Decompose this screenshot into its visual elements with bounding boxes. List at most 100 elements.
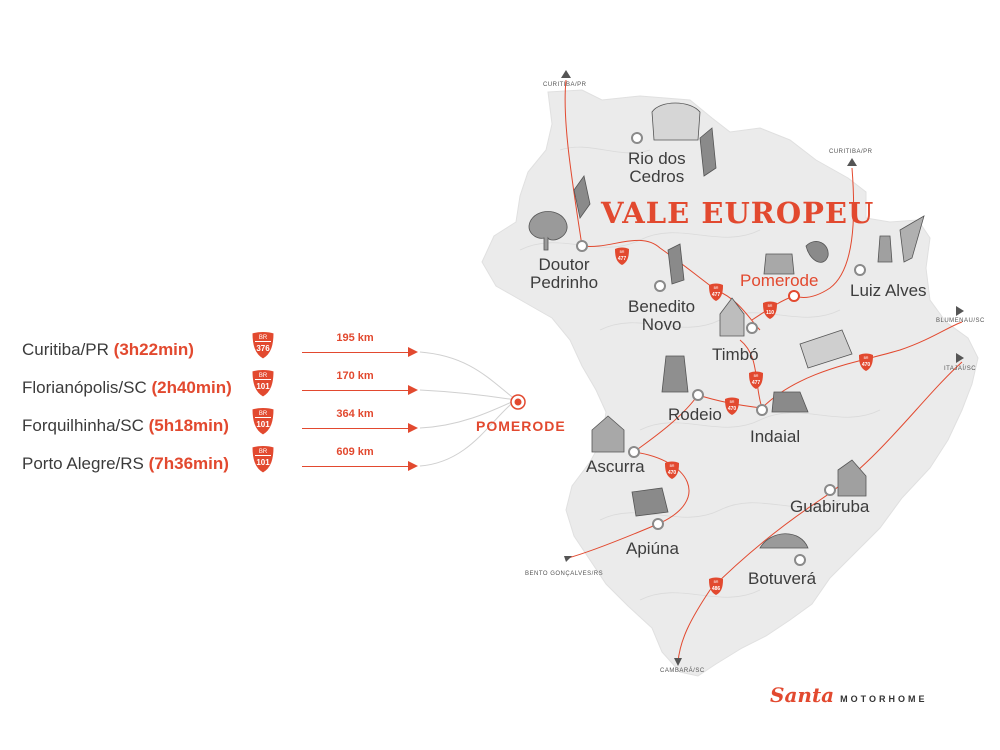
highway-shield-icon: BR 101 <box>250 406 276 436</box>
route-line <box>302 390 414 391</box>
city-label-pomerode: Pomerode <box>740 271 819 290</box>
marker-timbo <box>746 322 758 334</box>
shield-number: 101 <box>256 458 270 467</box>
marker-pomerode <box>788 290 800 302</box>
motorhome-icon <box>799 329 853 369</box>
marker-ascurra <box>628 446 640 458</box>
arrow-up-icon <box>847 158 857 166</box>
route-time: (7h36min) <box>148 454 229 473</box>
arrow-right-icon <box>408 461 418 471</box>
shield-number: 470 <box>728 406 737 412</box>
route-doutor-benedito <box>581 239 717 291</box>
map-highway-shield-icon: BR 470 <box>725 397 739 415</box>
marker-indaial <box>756 404 768 416</box>
train-icon <box>631 487 669 517</box>
sugarcane-icon <box>899 215 925 263</box>
shield-number: 477 <box>618 256 627 262</box>
shield-prefix: BR <box>864 356 869 360</box>
map-highway-shield-icon: BR 477 <box>749 371 763 389</box>
shield-prefix: BR <box>714 580 719 584</box>
shield-prefix: BR <box>259 411 268 417</box>
shield-number: 470 <box>862 362 871 368</box>
marker-doutor-pedrinho <box>576 240 588 252</box>
city-markers <box>576 132 866 566</box>
route-line <box>302 466 414 467</box>
route-time: (3h22min) <box>113 340 194 359</box>
route-luiz-curitiba <box>793 167 855 299</box>
route-indaial-blumenau <box>761 321 963 409</box>
direction-label-bento-goncalves: BENTO GONÇALVES/RS <box>525 571 604 577</box>
route-ascurra-apiuna <box>633 451 690 525</box>
shield-number: 101 <box>256 382 270 391</box>
shield-number: 376 <box>256 344 270 353</box>
church-icon <box>837 459 867 497</box>
shield-number: 110 <box>766 310 774 316</box>
shield-prefix: BR <box>259 373 268 379</box>
shield-prefix: BR <box>730 400 735 404</box>
cyclist-icon <box>699 127 717 177</box>
city-label-luiz-alves: Luiz Alves <box>850 281 927 300</box>
train-icon <box>771 391 809 413</box>
route-city: Porto Alegre/RS (7h36min) <box>22 454 229 473</box>
shield-prefix: BR <box>714 286 719 290</box>
route-apiuna-bento <box>567 523 659 559</box>
route-curitiba-north <box>564 79 583 247</box>
direction-label-blumenau: BLUMENAU/SC <box>936 318 985 324</box>
shield-prefix: BR <box>768 304 773 308</box>
city-label-guabiruba: Guabiruba <box>790 497 870 516</box>
route-city: Florianópolis/SC (2h40min) <box>22 378 232 397</box>
shield-number: 477 <box>712 292 721 298</box>
arrow-right-icon <box>408 423 418 433</box>
direction-label-curitiba: CURITIBA/PR <box>543 82 587 88</box>
brand-word: MOTORHOME <box>840 694 928 704</box>
direction-label-itajai: ITAJAÍ/SC <box>944 366 977 372</box>
route-itajai-cambara <box>677 361 963 663</box>
marker-guabiruba <box>824 484 836 496</box>
tree-icon <box>528 211 568 251</box>
shield-number: 101 <box>256 420 270 429</box>
route-city: Curitiba/PR (3h22min) <box>22 340 194 359</box>
cave-icon <box>759 533 809 549</box>
shield-prefix: BR <box>754 374 759 378</box>
shield-prefix: BR <box>670 464 675 468</box>
church-icon <box>591 415 625 453</box>
route-timbo-indaial <box>739 339 763 409</box>
arrow-down-left-icon <box>564 556 572 562</box>
arrow-right-icon <box>956 353 964 363</box>
landmark-illustrations <box>528 102 925 549</box>
direction-label-cambara: CAMBARÁ/SC <box>660 668 705 674</box>
map-title: VALE EUROPEU <box>601 196 875 230</box>
city-label-rodeio: Rodeio <box>668 405 722 424</box>
city-label-indaial: Indaial <box>750 427 801 446</box>
route-city: Forquilhinha/SC (5h18min) <box>22 416 229 435</box>
list-connectors <box>419 351 517 467</box>
statue-icon <box>661 355 689 393</box>
route-distance: 364 km <box>336 408 374 420</box>
arrow-right-icon <box>408 385 418 395</box>
route-line <box>302 428 414 429</box>
marker-rio-dos-cedros <box>631 132 643 144</box>
marker-rodeio <box>692 389 704 401</box>
marker-apiuna <box>652 518 664 530</box>
arrow-up-icon <box>561 70 571 78</box>
cyclist-icon <box>573 175 591 219</box>
cyclist-icon <box>667 243 685 285</box>
shield-number: 477 <box>752 380 761 386</box>
route-distance: 609 km <box>336 446 374 458</box>
brand-script: Santa <box>770 683 835 707</box>
map-highway-shield-icon: BR 110 <box>763 301 777 319</box>
map-highway-shield-icon: BR 470 <box>859 353 873 371</box>
arrow-down-icon <box>674 658 682 666</box>
route-line <box>302 352 414 353</box>
marker-luiz-alves <box>854 264 866 276</box>
city-label-apiuna: Apiúna <box>626 539 679 558</box>
